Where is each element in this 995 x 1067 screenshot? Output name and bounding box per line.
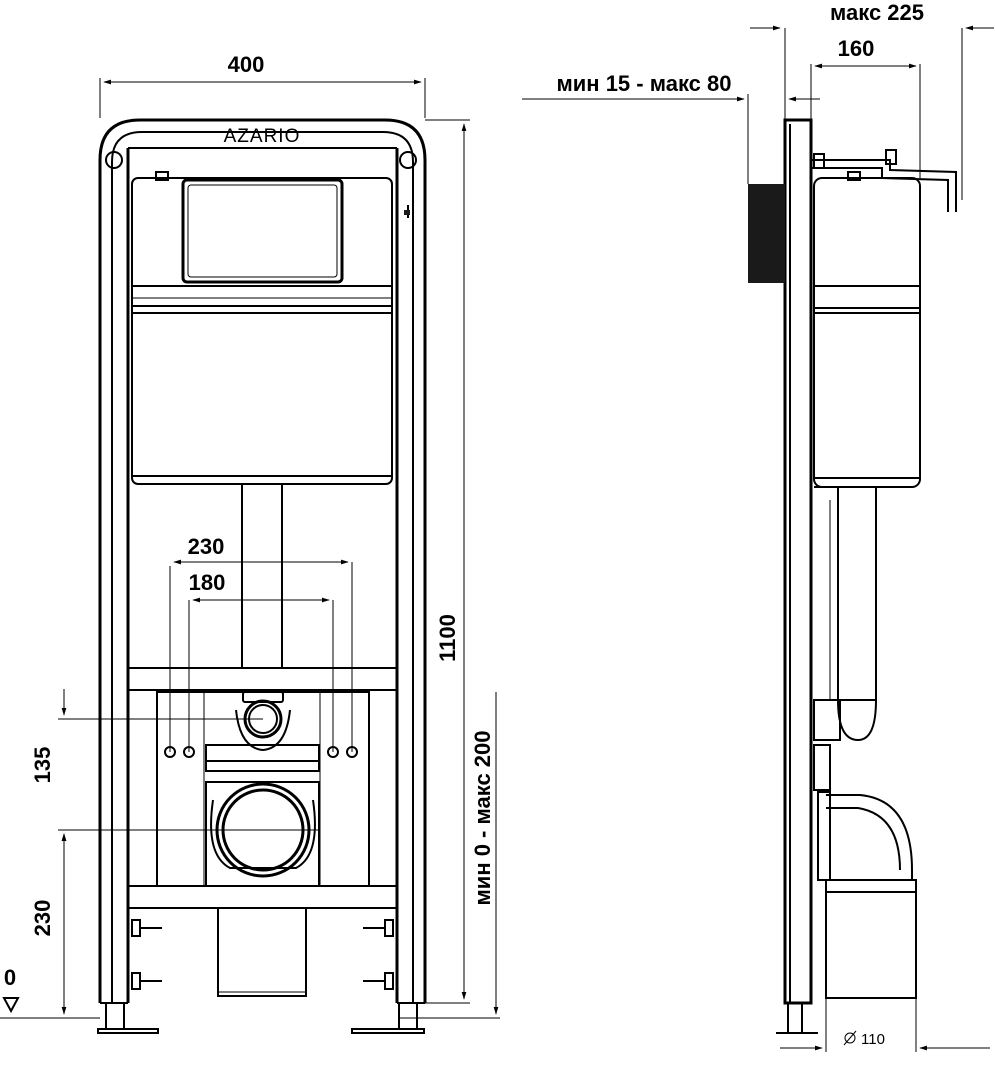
cistern	[131, 171, 410, 485]
side-cistern	[811, 149, 957, 488]
dim-fix-inner: 180	[189, 570, 226, 595]
diameter-symbol-icon	[843, 1030, 857, 1046]
side-dimensions	[522, 25, 994, 1052]
dim-wall-range: мин 15 - макс 80	[557, 71, 732, 96]
brand-logo: AZARIO	[224, 126, 301, 147]
floor-level-triangle-icon	[2, 997, 20, 1014]
dim-pipe-diameter: 110	[861, 1031, 885, 1048]
dim-pipe-offset: 135	[30, 747, 55, 784]
side-flush-pipe	[813, 486, 877, 791]
dim-fix-outer: 230	[188, 534, 225, 559]
side-drain-elbow	[817, 791, 917, 999]
dim-adjust-range: мин 0 - макс 200	[470, 731, 495, 906]
dim-max-depth: макс 225	[830, 0, 924, 25]
dim-floor-level: 0	[4, 965, 16, 990]
dim-height-total: 1100	[435, 614, 460, 662]
base-structure	[97, 885, 425, 1034]
flush-plate	[748, 184, 785, 283]
dim-outlet-height: 230	[30, 900, 55, 937]
side-frame	[776, 118, 818, 1034]
side-view: макс 225 160 мин 15 - макс 80 110	[522, 0, 994, 1052]
front-dimensions	[0, 78, 500, 1019]
frame-outline	[98, 118, 427, 1004]
central-support	[127, 484, 398, 691]
dim-cistern-depth: 160	[838, 36, 875, 61]
front-view: AZARIO	[0, 52, 500, 1034]
dim-width-total: 400	[228, 52, 265, 77]
